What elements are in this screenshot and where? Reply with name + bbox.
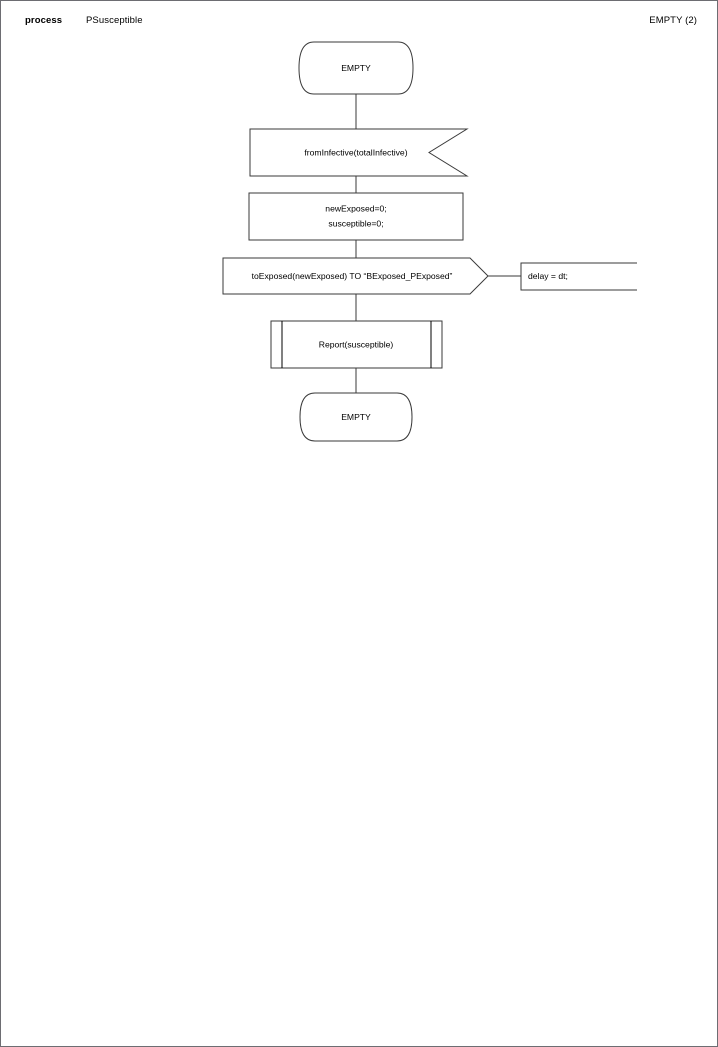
node-assignment-line2: susceptible=0; bbox=[328, 218, 383, 228]
terminator-shape bbox=[298, 41, 414, 95]
node-end-terminator[interactable]: EMPTY bbox=[299, 392, 413, 442]
node-send-label: toExposed(newExposed) TO “BExposed_PExpo… bbox=[252, 271, 453, 281]
node-assignment[interactable]: newExposed=0; susceptible=0; bbox=[248, 192, 464, 241]
node-start-terminator[interactable]: EMPTY bbox=[298, 41, 414, 95]
node-send-signal[interactable]: toExposed(newExposed) TO “BExposed_PExpo… bbox=[222, 257, 489, 295]
rectangle-shape bbox=[248, 192, 464, 241]
node-delay-label: delay = dt; bbox=[528, 271, 568, 281]
header-process-name: PSusceptible bbox=[86, 15, 143, 26]
terminator-shape bbox=[299, 392, 413, 442]
node-start-label: EMPTY bbox=[341, 63, 371, 73]
node-end-label: EMPTY bbox=[341, 412, 371, 422]
node-receive-signal[interactable]: fromInfective(totalInfective) bbox=[249, 128, 469, 177]
annotation-bracket-shape bbox=[520, 262, 637, 291]
input-flag-shape bbox=[249, 128, 469, 177]
header-state-count: EMPTY (2) bbox=[649, 15, 697, 26]
node-receive-label: fromInfective(totalInfective) bbox=[304, 147, 407, 157]
node-delay-comment[interactable]: delay = dt; bbox=[520, 262, 637, 291]
node-call-label: Report(susceptible) bbox=[319, 339, 394, 349]
node-assignment-line1: newExposed=0; bbox=[325, 203, 386, 213]
predefined-process-shape bbox=[270, 320, 443, 369]
output-pentagon-shape bbox=[222, 257, 489, 295]
header-keyword: process bbox=[25, 15, 63, 26]
node-call-report[interactable]: Report(susceptible) bbox=[270, 320, 443, 369]
